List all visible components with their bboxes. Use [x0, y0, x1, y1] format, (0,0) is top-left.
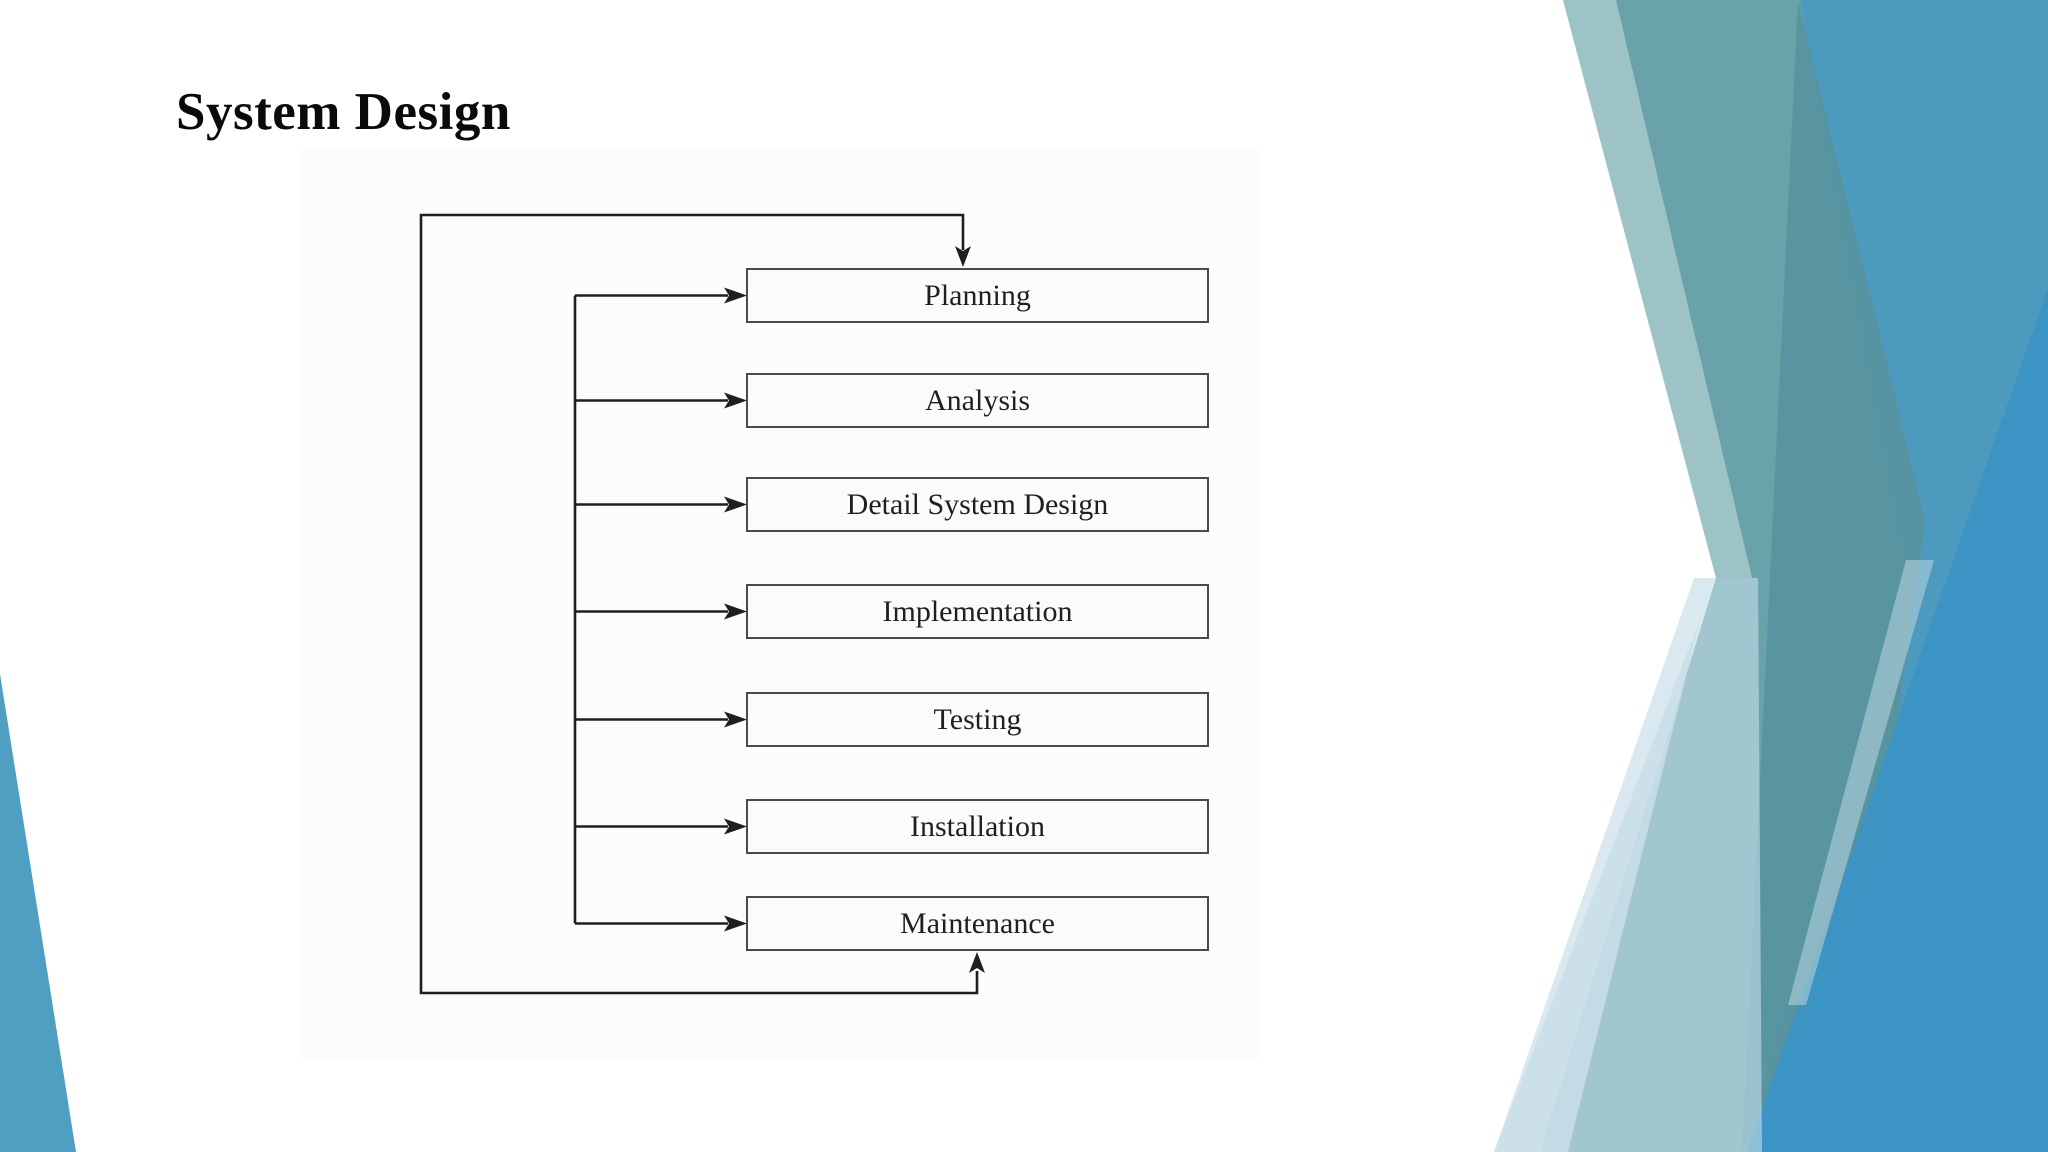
- teal-blue-overlap-shape: [1742, 0, 1925, 1152]
- stage-label: Maintenance: [900, 906, 1055, 940]
- arrow-right-installation-icon: [724, 818, 747, 835]
- pale-left-sliver-shape: [1494, 620, 1700, 1152]
- arrow-right-planning-icon: [724, 287, 747, 304]
- stage-label: Installation: [910, 809, 1045, 843]
- teal-edge-sheen-shape: [1563, 0, 1752, 578]
- slide-title: System Design: [176, 83, 511, 141]
- arrow-right-analysis-icon: [724, 392, 747, 409]
- arrow-up-into-maintenance-icon: [969, 952, 985, 973]
- stage-label: Planning: [924, 278, 1031, 312]
- stage-label: Detail System Design: [846, 487, 1109, 521]
- arrow-right-maintenance-icon: [724, 915, 747, 932]
- arrow-right-testing-icon: [724, 711, 747, 728]
- flowchart-stage-box-testing: Testing: [746, 692, 1209, 747]
- flowchart-stage-box-implementation: Implementation: [746, 584, 1209, 639]
- flowchart-stage-box-planning: Planning: [746, 268, 1209, 323]
- flowchart-stage-box-installation: Installation: [746, 799, 1209, 854]
- stage-label: Implementation: [882, 594, 1073, 628]
- flowchart-stage-box-detail-system-design: Detail System Design: [746, 477, 1209, 532]
- arrow-right-detail-system-design-icon: [724, 496, 747, 513]
- pale-right-sliver-shape: [1788, 560, 1934, 1005]
- stage-label: Testing: [933, 702, 1022, 736]
- arrow-right-implementation-icon: [724, 603, 747, 620]
- feedback-loop-line: [419, 213, 979, 995]
- flowchart-stage-box-maintenance: Maintenance: [746, 896, 1209, 951]
- arrow-down-into-planning-icon: [955, 246, 971, 267]
- bottom-left-wedge-shape: [0, 674, 76, 1152]
- stage-label: Analysis: [925, 383, 1030, 417]
- flowchart-stage-box-analysis: Analysis: [746, 373, 1209, 428]
